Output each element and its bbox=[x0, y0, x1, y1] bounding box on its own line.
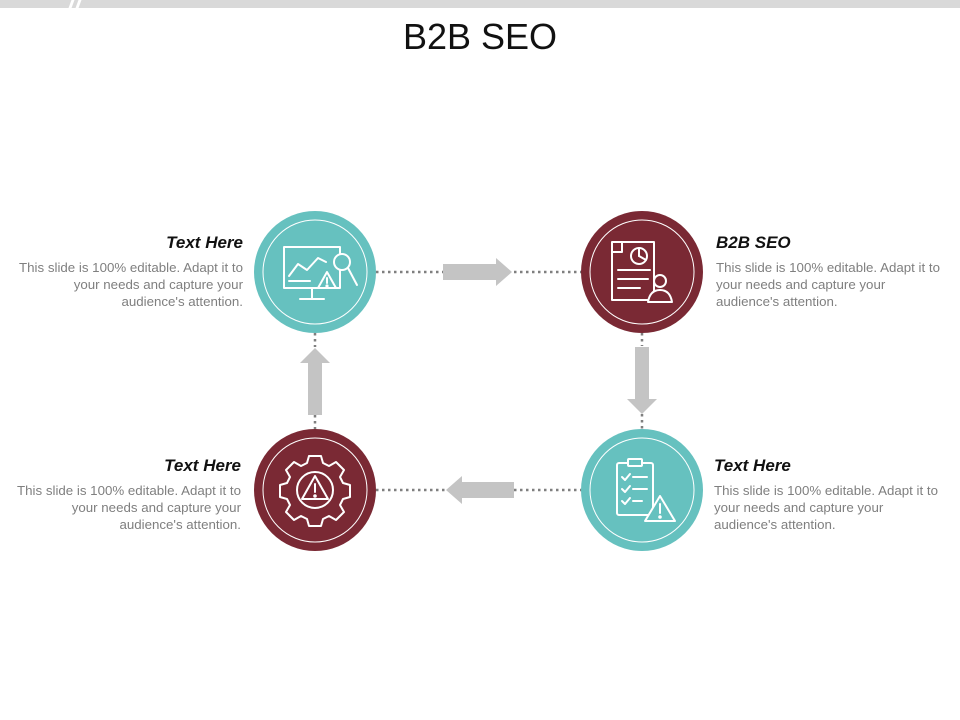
block-body: This slide is 100% editable. Adapt it to… bbox=[714, 483, 938, 532]
node-bottom-right bbox=[581, 429, 703, 551]
arrow-right bbox=[443, 258, 512, 286]
node-bottom-left bbox=[254, 429, 376, 551]
block-heading: B2B SEO bbox=[716, 233, 791, 252]
presentation-analysis-warning-icon bbox=[283, 246, 358, 300]
arrow-down bbox=[627, 347, 657, 414]
block-heading: Text Here bbox=[714, 456, 791, 475]
text-block-top-right: B2B SEO This slide is 100% editable. Ada… bbox=[716, 233, 948, 310]
block-heading: Text Here bbox=[166, 233, 243, 252]
arrow-left bbox=[446, 476, 514, 504]
text-block-bottom-left: Text Here This slide is 100% editable. A… bbox=[9, 456, 241, 533]
gear-warning-icon bbox=[279, 455, 351, 527]
node-top-right bbox=[581, 211, 703, 333]
document-report-user-icon bbox=[611, 241, 673, 303]
node-top-left bbox=[254, 211, 376, 333]
slide-title: B2B SEO bbox=[402, 16, 558, 57]
block-heading: Text Here bbox=[164, 456, 241, 475]
text-block-bottom-right: Text Here This slide is 100% editable. A… bbox=[714, 456, 946, 533]
block-body: This slide is 100% editable. Adapt it to… bbox=[17, 483, 241, 532]
block-body: This slide is 100% editable. Adapt it to… bbox=[716, 260, 940, 309]
text-block-top-left: Text Here This slide is 100% editable. A… bbox=[11, 233, 243, 310]
top-bar bbox=[0, 0, 960, 8]
block-body: This slide is 100% editable. Adapt it to… bbox=[19, 260, 243, 309]
clipboard-checklist-warning-icon bbox=[616, 458, 676, 522]
connector-lines bbox=[313, 270, 644, 492]
arrow-up bbox=[300, 348, 330, 415]
